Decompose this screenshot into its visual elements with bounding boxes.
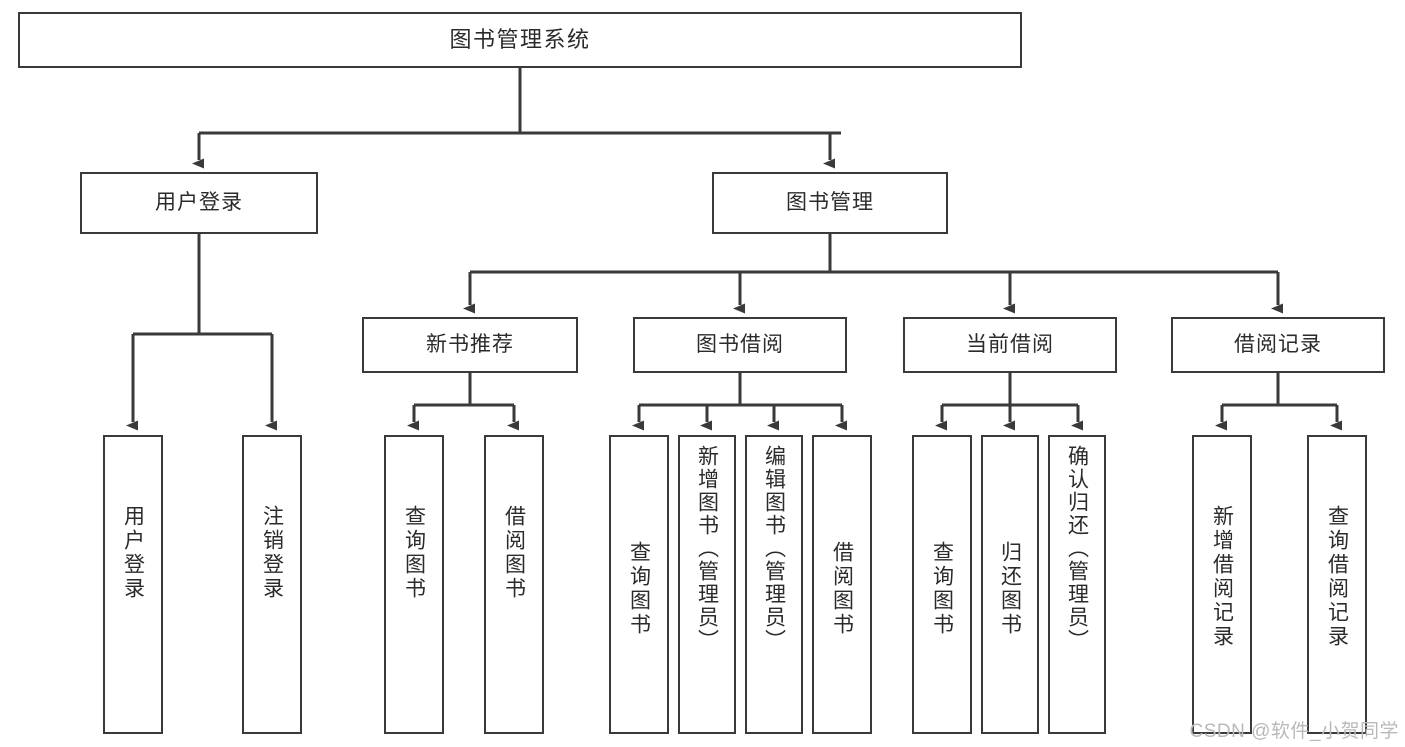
leaf-edit-book-admin[interactable]: 编辑图书（管理员） [745,435,803,734]
node-label: 用户登录 [155,190,243,214]
leaf-query-book-borrow[interactable]: 查询图书 [609,435,669,734]
node-label: 当前借阅 [966,332,1054,356]
node-new-book-recommend[interactable]: 新书推荐 [362,317,578,373]
node-label: 新书推荐 [426,332,514,356]
leaf-borrow-book-borrow[interactable]: 借阅图书 [812,435,872,734]
node-label: 借阅图书 [502,505,526,601]
leaf-query-book-current[interactable]: 查询图书 [912,435,972,734]
leaf-borrow-book-recommend[interactable]: 借阅图书 [484,435,544,734]
node-label: 新增图书（管理员） [695,445,719,652]
node-label: 借阅图书 [830,541,854,637]
node-book-management-system[interactable]: 图书管理系统 [18,12,1022,68]
node-label: 图书管理 [786,190,874,214]
leaf-logout-login[interactable]: 注销登录 [242,435,302,734]
node-user-login[interactable]: 用户登录 [80,172,318,234]
node-label: 查询借阅记录 [1325,505,1349,649]
leaf-add-borrow-record[interactable]: 新增借阅记录 [1192,435,1252,734]
node-current-borrow[interactable]: 当前借阅 [903,317,1117,373]
node-label: 确认归还（管理员） [1065,445,1089,652]
leaf-query-book-recommend[interactable]: 查询图书 [384,435,444,734]
node-label: 图书借阅 [696,332,784,356]
node-label: 查询图书 [627,541,651,637]
node-label: 编辑图书（管理员） [762,445,786,652]
leaf-confirm-return-admin[interactable]: 确认归还（管理员） [1048,435,1106,734]
node-label: 查询图书 [402,505,426,601]
node-label: 查询图书 [930,541,954,637]
node-label: 归还图书 [998,541,1022,637]
node-book-borrow[interactable]: 图书借阅 [633,317,847,373]
watermark: CSDN @软件_小贺同学 [1189,721,1399,742]
node-book-management[interactable]: 图书管理 [712,172,948,234]
leaf-query-borrow-record[interactable]: 查询借阅记录 [1307,435,1367,734]
node-borrow-record[interactable]: 借阅记录 [1171,317,1385,373]
node-label: 注销登录 [260,505,284,601]
leaf-return-book[interactable]: 归还图书 [981,435,1039,734]
node-label: 用户登录 [121,505,145,601]
node-label: 借阅记录 [1234,332,1322,356]
leaf-add-book-admin[interactable]: 新增图书（管理员） [678,435,736,734]
node-label: 新增借阅记录 [1210,505,1234,649]
leaf-user-login[interactable]: 用户登录 [103,435,163,734]
node-label: 图书管理系统 [449,27,591,53]
